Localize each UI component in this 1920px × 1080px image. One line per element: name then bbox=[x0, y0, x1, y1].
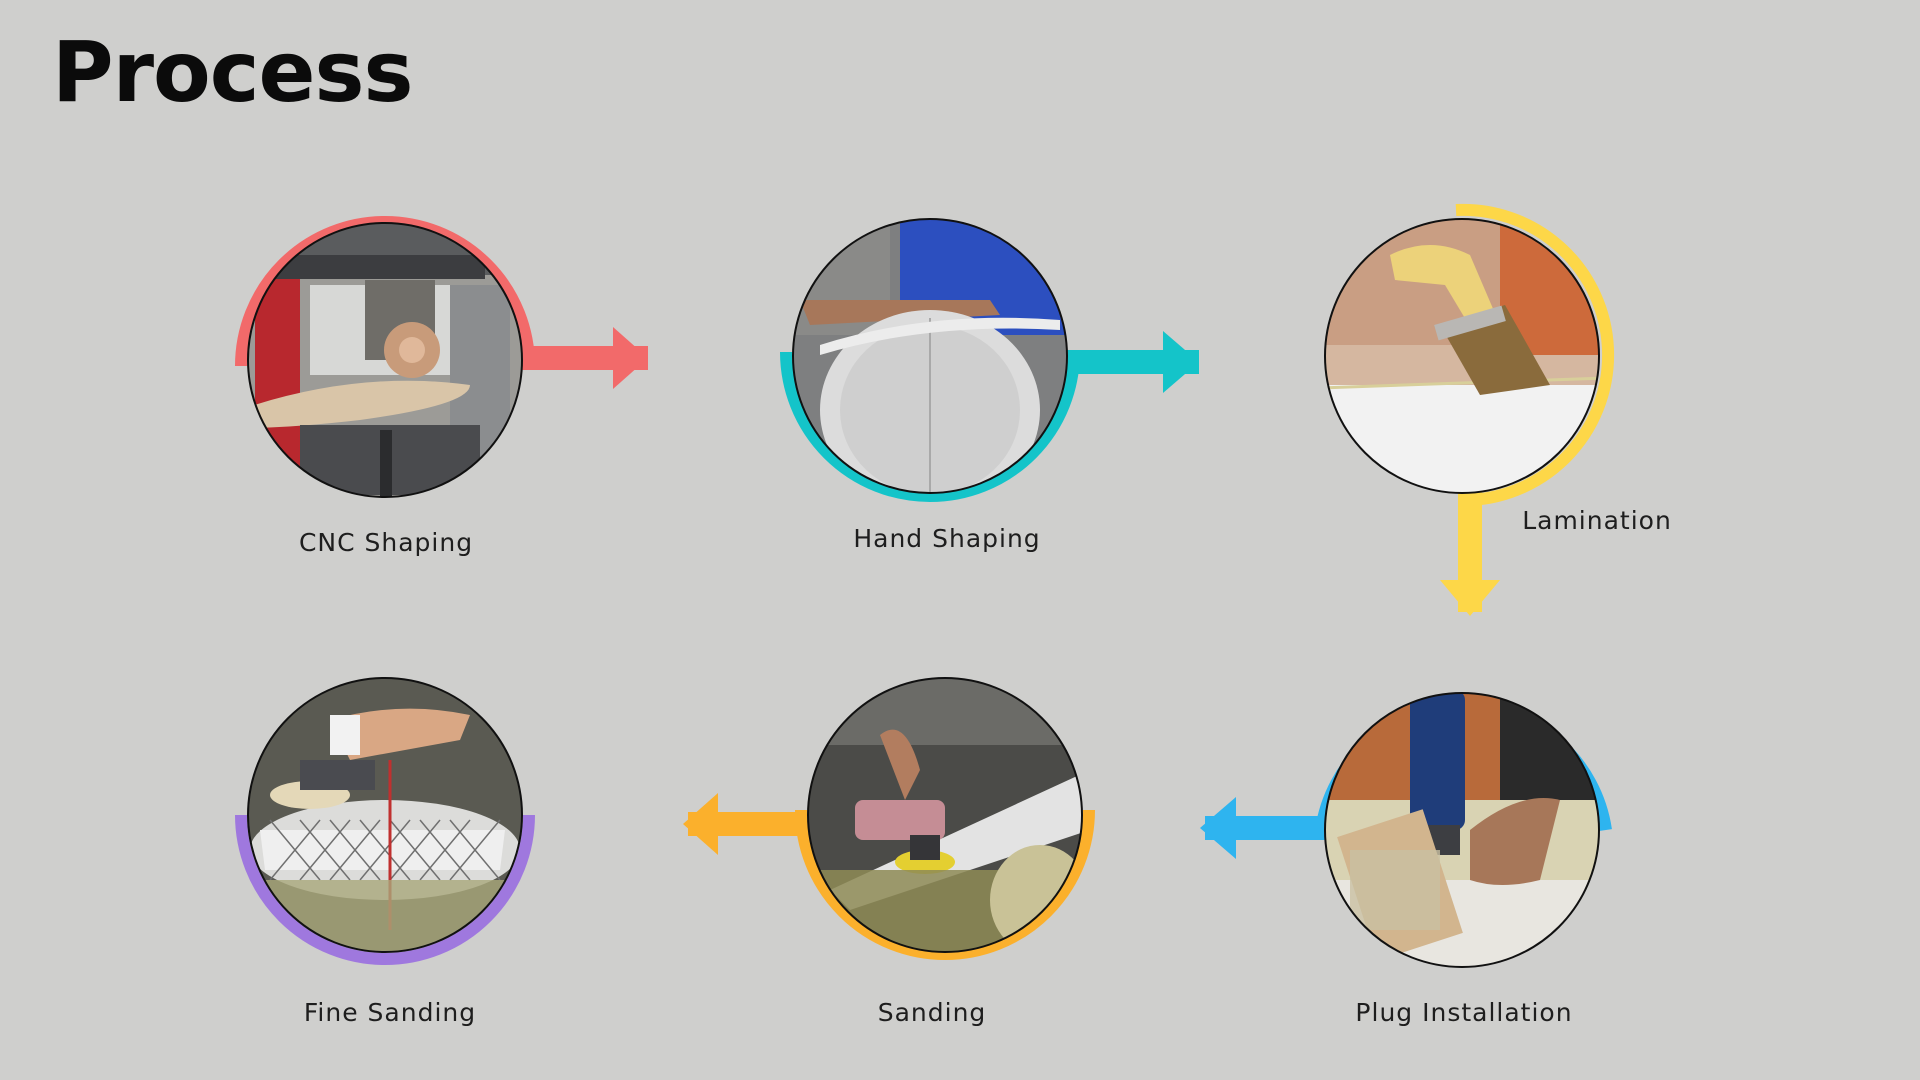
step-label-cnc-shaping: CNC Shaping bbox=[298, 528, 474, 557]
step-label-fine-sanding: Fine Sanding bbox=[303, 998, 477, 1027]
arrow-cnc-to-hand bbox=[520, 327, 648, 389]
sanding-accent-arc bbox=[795, 809, 1095, 960]
fine-sanding-accent-arc bbox=[235, 814, 535, 965]
lamination-accent-arc bbox=[1455, 203, 1615, 506]
fine-sanding-photo bbox=[248, 678, 522, 952]
hand-shaping-accent-arc bbox=[780, 351, 1080, 502]
slide-title: Process bbox=[52, 23, 413, 121]
arrow-sanding-to-fine bbox=[683, 793, 806, 855]
step-label-hand-shaping: Hand Shaping bbox=[853, 524, 1041, 553]
plug-router-photo bbox=[1325, 693, 1599, 967]
arrow-plug-to-sanding bbox=[1200, 797, 1326, 859]
hand-shaping-photo bbox=[793, 219, 1067, 493]
step-label-lamination: Lamination bbox=[1522, 506, 1672, 535]
step-label-sanding: Sanding bbox=[877, 998, 987, 1027]
arrow-lamination-to-plug bbox=[1440, 485, 1500, 616]
step-label-plug-installation: Plug Installation bbox=[1355, 998, 1573, 1027]
arrow-hand-to-lamination bbox=[1064, 331, 1199, 393]
